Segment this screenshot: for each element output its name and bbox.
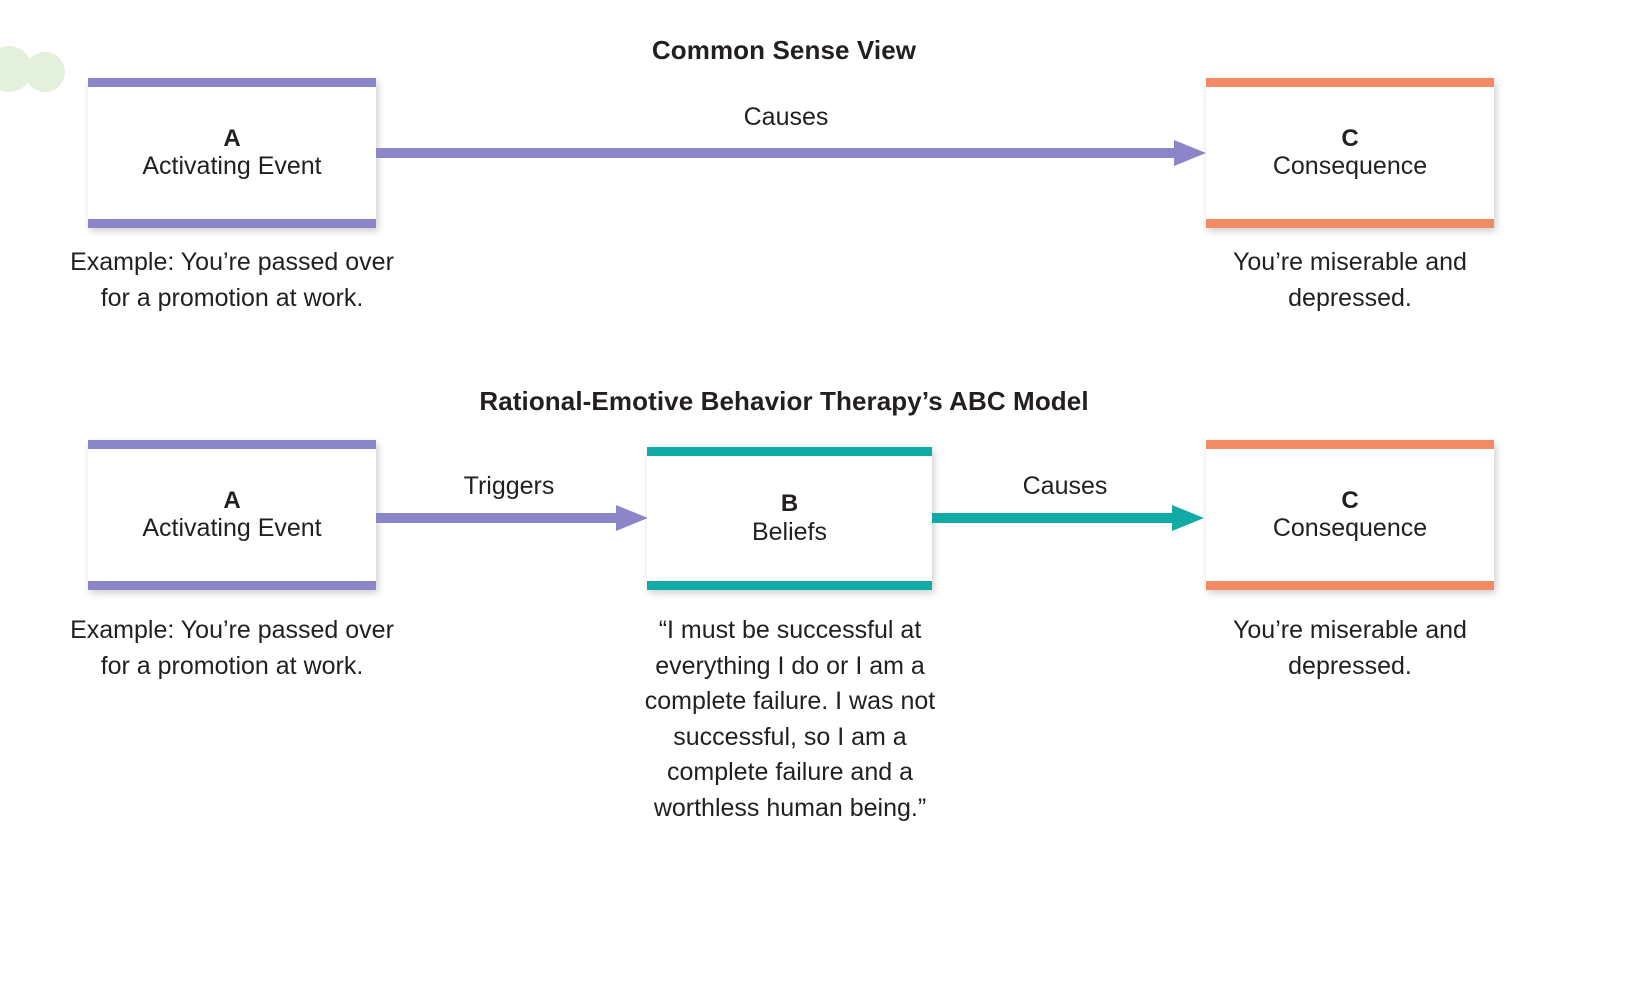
arrow-b-to-c-abc-model [932,505,1204,531]
node-a-common-sense: A Activating Event [88,78,376,228]
node-b-abc-model: B Beliefs [647,447,932,590]
node-letter: C [1341,486,1359,514]
node-body: C Consequence [1206,87,1494,219]
node-c-abc-model: C Consequence [1206,440,1494,590]
node-name: Consequence [1272,152,1428,181]
node-accent-bar-top [88,78,376,87]
node-name: Beliefs [751,517,828,546]
node-caption-a-abc-model: Example: You’re passed over for a promot… [70,616,394,680]
node-name: Consequence [1272,514,1428,543]
arrow-a-to-b-abc-model [376,505,648,531]
node-caption-c-abc-model: You’re miserable and depressed. [1233,616,1467,680]
node-accent-bar-top [647,447,932,456]
node-letter: C [1341,124,1359,152]
arrow-a-to-c-common-sense [376,140,1206,166]
node-name: Activating Event [142,514,322,543]
node-letter: A [223,486,241,514]
node-letter: B [780,490,799,518]
node-accent-bar-top [1206,78,1494,87]
node-caption-a-common-sense: Example: You’re passed over for a promot… [70,248,394,312]
node-accent-bar-top [1206,440,1494,449]
node-accent-bar-top [88,440,376,449]
node-accent-bar-bottom [88,219,376,228]
node-body: A Activating Event [88,449,376,581]
node-body: C Consequence [1206,449,1494,581]
green-circle-icon [25,52,65,92]
arrow-label-triggers-abc-model: Triggers [463,472,555,500]
node-accent-bar-bottom [1206,219,1494,228]
node-caption-c-common-sense: You’re miserable and depressed. [1233,248,1467,312]
node-body: A Activating Event [88,87,376,219]
section-title-common-sense: Common Sense View [651,35,917,65]
node-accent-bar-bottom [647,581,932,590]
node-a-abc-model: A Activating Event [88,440,376,590]
arrow-label-causes-abc-model: Causes [1022,472,1108,500]
arrow-label-causes-common-sense: Causes [743,103,829,131]
node-body: B Beliefs [647,456,932,581]
node-c-common-sense: C Consequence [1206,78,1494,228]
node-accent-bar-bottom [88,581,376,590]
node-letter: A [223,124,241,152]
node-accent-bar-bottom [1206,581,1494,590]
node-name: Activating Event [142,152,322,181]
node-caption-b-abc-model: “I must be successful at everything I do… [644,616,936,822]
section-title-abc-model: Rational-Emotive Behavior Therapy’s ABC … [479,386,1089,416]
